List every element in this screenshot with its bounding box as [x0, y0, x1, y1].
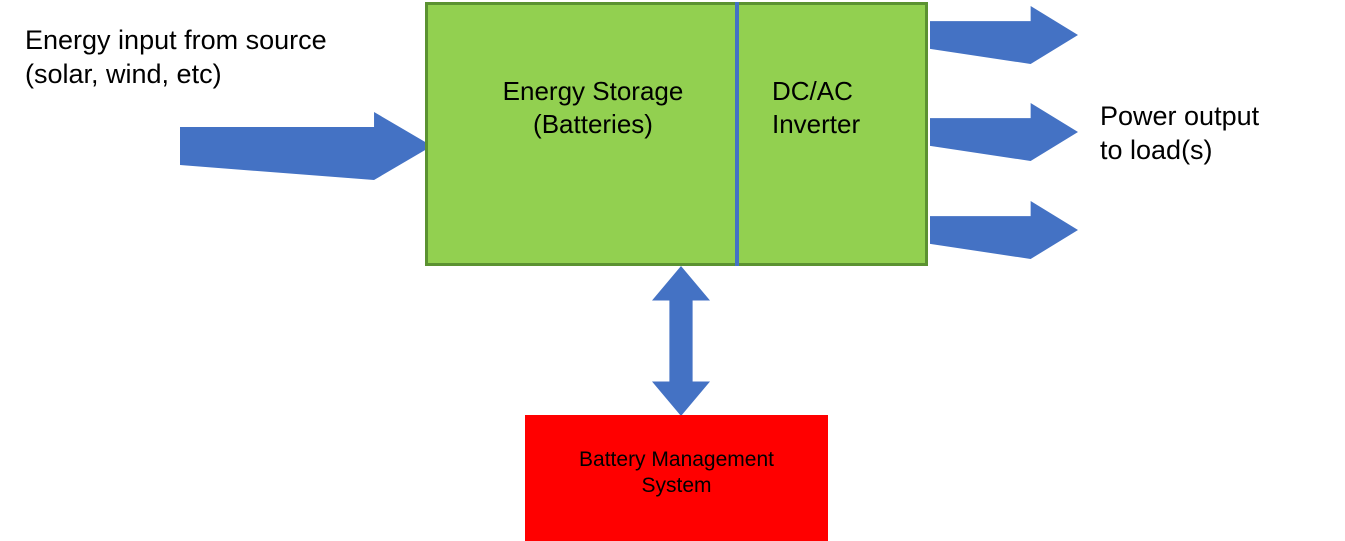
bms-double-arrow	[652, 266, 710, 416]
output-arrow-top	[930, 6, 1078, 64]
input-source-label: Energy input from source (solar, wind, e…	[25, 25, 327, 89]
power-output-label: Power output to load(s)	[1100, 101, 1260, 165]
energy-storage-label: Energy Storage (Batteries)	[502, 76, 684, 139]
bms-label: Battery Management System	[579, 448, 774, 498]
output-arrow-bottom	[930, 201, 1078, 259]
box-divider-line	[735, 2, 739, 266]
bms-box	[525, 415, 828, 541]
output-arrow-middle	[930, 103, 1078, 161]
storage-inverter-box	[425, 2, 928, 266]
input-arrow	[180, 112, 432, 180]
inverter-label: DC/AC Inverter	[772, 76, 861, 139]
